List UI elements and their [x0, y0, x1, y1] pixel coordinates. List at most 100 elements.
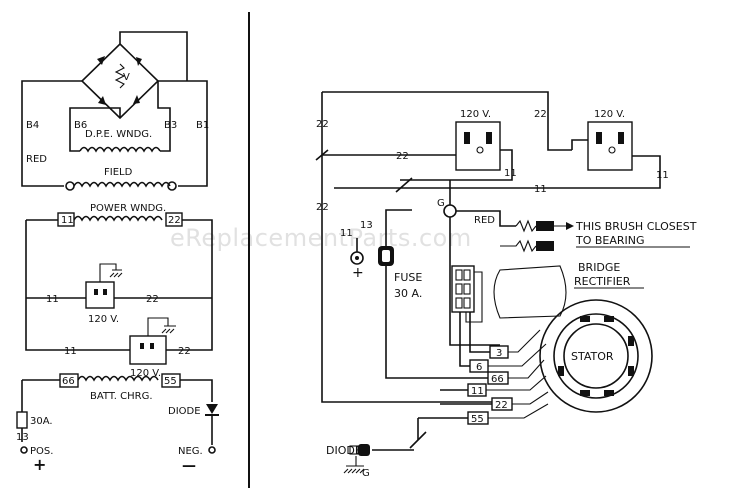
terminal-3-label: 3 — [496, 348, 502, 359]
ground-icon — [109, 269, 123, 278]
outlet-a-22-label: 22 — [396, 151, 409, 162]
terminal-66-right-label: 66 — [491, 374, 504, 385]
outlet-a-right — [455, 121, 501, 171]
stator-pole — [558, 366, 564, 376]
lead-22 — [512, 391, 549, 405]
outlet-slot — [464, 132, 470, 144]
terminal-11-right-label: 11 — [471, 386, 484, 397]
stator-inner — [563, 323, 629, 389]
bridge-diamond — [80, 42, 160, 120]
wire-b1 — [158, 80, 208, 187]
outlet-b-11: 11 — [64, 346, 77, 357]
diode-symbol — [133, 95, 140, 104]
wire-bridge-top — [119, 31, 188, 81]
arrow-head — [566, 222, 574, 230]
b6-label: B6 — [74, 120, 87, 131]
wire-outlet-a-11 — [400, 149, 513, 181]
g2-label: G — [362, 468, 370, 479]
lead-55 — [488, 403, 549, 419]
outlet-a — [85, 281, 115, 309]
outlet-b-volt: 120 V. — [130, 368, 161, 379]
stator-pole — [628, 336, 634, 346]
stator-pole — [580, 390, 590, 396]
diode-symbol — [97, 56, 105, 65]
rectifier-pin — [463, 297, 471, 309]
dpe-label: D.P.E. WNDG. — [85, 129, 152, 140]
brush-note: THIS BRUSH CLOSEST — [575, 220, 697, 233]
lead-3 — [508, 329, 541, 353]
fuse-amp-label: 30 A. — [394, 287, 422, 300]
pos-terminal — [20, 446, 28, 454]
outlet-slot — [596, 132, 602, 144]
terminal-6-label: 6 — [476, 362, 482, 373]
bridge-rectifier-section: V D.P.E. WNDG. B4 B6 B3 B1 RED FIELD — [21, 31, 209, 191]
diode-symbol — [136, 57, 142, 66]
stator-pole — [604, 316, 614, 322]
w11-mid-label: 11 — [534, 184, 547, 195]
brush-spring — [500, 239, 537, 253]
outlet-screw — [608, 146, 616, 154]
stator-pole — [604, 390, 614, 396]
battery-charge-label: BATT. CHRG. — [90, 391, 153, 402]
terminal-66-label: 66 — [62, 376, 75, 387]
right-harness-section: 22 22 22 22 120 V. 11 120 V. 11 11 G — [315, 91, 697, 479]
fuse-label-right: FUSE — [394, 271, 422, 284]
rectifier-pin — [463, 269, 471, 281]
terminal-11-label: 11 — [61, 215, 74, 226]
terminal-13-right: 13 — [360, 220, 373, 231]
outlet-slot — [140, 343, 144, 349]
diode-label-right: DIODE — [326, 444, 362, 457]
wire-b6 — [69, 113, 80, 152]
wire-22-top — [322, 91, 572, 151]
diode-housing — [358, 444, 370, 456]
bridge-rectifier-block — [451, 265, 475, 313]
outlet-slot — [486, 132, 492, 144]
wire-b3 — [160, 113, 171, 152]
stator-pole — [628, 366, 634, 376]
outlet-a-ground — [99, 263, 117, 282]
power-winding-label: POWER WNDG. — [90, 203, 166, 214]
rectifier-heatsink — [493, 265, 567, 319]
w11-post-label: 11 — [340, 228, 353, 239]
outlet-b-right — [587, 121, 633, 171]
terminal-22-right-label: 22 — [495, 400, 508, 411]
rectifier-pin — [463, 283, 471, 295]
wire-bridge-bottom — [69, 107, 121, 118]
outlet-a-22: 22 — [146, 294, 159, 305]
diode-label: DIODE — [168, 406, 201, 417]
outlet-slot — [150, 343, 154, 349]
dpe-winding-coil — [79, 146, 161, 153]
wire-fuse-bottom-right — [385, 266, 500, 379]
varistor — [114, 63, 126, 89]
terminal-55-label: 55 — [164, 376, 177, 387]
battery-post-center — [355, 256, 359, 260]
brush-terminal — [167, 181, 177, 191]
rectifier-pin — [455, 269, 463, 281]
wire-power-right — [166, 219, 213, 351]
terminal-55-right-label: 55 — [471, 414, 484, 425]
outlet-a-11: 11 — [46, 294, 59, 305]
outlet-a-volt: 120 V. — [88, 314, 119, 325]
neg-label: NEG. — [178, 446, 203, 457]
brush-note-2: TO BEARING — [575, 234, 645, 247]
battery-charge-coil — [77, 375, 159, 382]
wire-b4 — [21, 80, 82, 187]
lead-11 — [486, 375, 547, 391]
stator-outer — [539, 299, 653, 413]
outlet-b-11-right: 11 — [656, 170, 669, 181]
field-label: FIELD — [104, 167, 133, 178]
fuse-30a — [16, 411, 28, 429]
wire-power-left — [25, 220, 130, 351]
wire-rectifier — [465, 271, 483, 323]
w22-top-label: 22 — [316, 119, 329, 130]
outlet-b-22: 22 — [178, 346, 191, 357]
ground-icon — [161, 325, 176, 334]
terminal-22-label: 22 — [168, 215, 181, 226]
g-label: G — [437, 198, 445, 209]
plus-sign: + — [33, 455, 46, 474]
outlet-slot — [618, 132, 624, 144]
outlet-b — [129, 335, 167, 365]
brush-terminal — [65, 181, 75, 191]
brush-lower — [536, 241, 554, 251]
